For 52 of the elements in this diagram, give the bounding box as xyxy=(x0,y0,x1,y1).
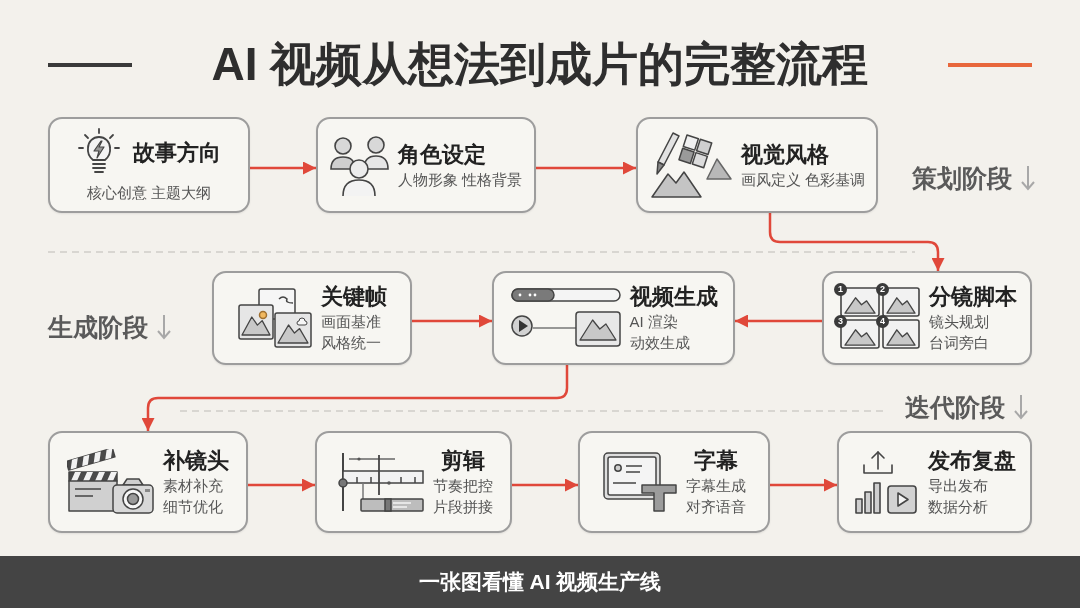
phase-label: 生成阶段 xyxy=(48,312,148,343)
step-title: 分镜脚本 xyxy=(929,283,1017,311)
arrow xyxy=(412,314,492,328)
step-description: 镜头规划 xyxy=(929,312,989,332)
step-description: AI 渲染 xyxy=(629,312,678,332)
step-title: 视觉风格 xyxy=(740,140,829,169)
step-card xyxy=(636,117,878,213)
title: AI 视频从想法到成片的完整流程 xyxy=(211,37,869,92)
arrow xyxy=(770,478,837,492)
step-description: 对齐语音 xyxy=(686,497,746,517)
phase-label: 迭代阶段 xyxy=(905,392,1005,423)
arrow xyxy=(512,478,578,492)
caption: 一张图看懂 AI 视频生产线 xyxy=(418,569,662,596)
step-card xyxy=(316,117,536,213)
step-description: 节奏把控 xyxy=(432,476,493,496)
step-card xyxy=(578,431,770,533)
step-title: 补镜头 xyxy=(163,447,229,475)
step-card xyxy=(837,431,1032,533)
phase-label: 策划阶段 xyxy=(912,163,1012,194)
step-description: 画风定义 色彩基调 xyxy=(740,169,866,190)
step-title: 发布复盘 xyxy=(927,447,1016,475)
step-description: 导出发布 xyxy=(927,476,988,496)
step-title: 字幕 xyxy=(694,447,738,475)
step-title: 剪辑 xyxy=(440,447,485,475)
step-card xyxy=(212,271,412,365)
step-description: 数据分析 xyxy=(927,497,988,517)
step-description: 核心创意 主题大纲 xyxy=(86,182,212,203)
frame-number: 1 xyxy=(834,283,847,296)
step-description: 人物形象 性格背景 xyxy=(397,169,523,190)
step-description: 细节优化 xyxy=(163,497,223,517)
step-description: 风格统一 xyxy=(321,333,381,353)
arrow xyxy=(768,213,945,271)
step-description: 台词旁白 xyxy=(929,333,989,353)
step-description: 画面基准 xyxy=(321,312,381,332)
step-description: 素材补充 xyxy=(163,476,223,496)
arrow xyxy=(250,161,316,175)
step-title: 关键帧 xyxy=(321,283,387,311)
step-card xyxy=(48,117,250,213)
step-card xyxy=(822,271,1032,365)
step-description: 动效生成 xyxy=(629,333,690,353)
step-title: 角色设定 xyxy=(397,140,486,169)
step-title: 视频生成 xyxy=(629,283,718,311)
step-card xyxy=(315,431,512,533)
arrow xyxy=(248,478,315,492)
step-description: 字幕生成 xyxy=(686,476,746,496)
arrow xyxy=(735,314,822,328)
step-title: 故事方向 xyxy=(133,138,221,167)
step-card xyxy=(492,271,735,365)
step-description: 片段拼接 xyxy=(432,497,493,517)
step-card xyxy=(48,431,248,533)
arrow xyxy=(536,161,636,175)
arrow xyxy=(141,365,569,431)
